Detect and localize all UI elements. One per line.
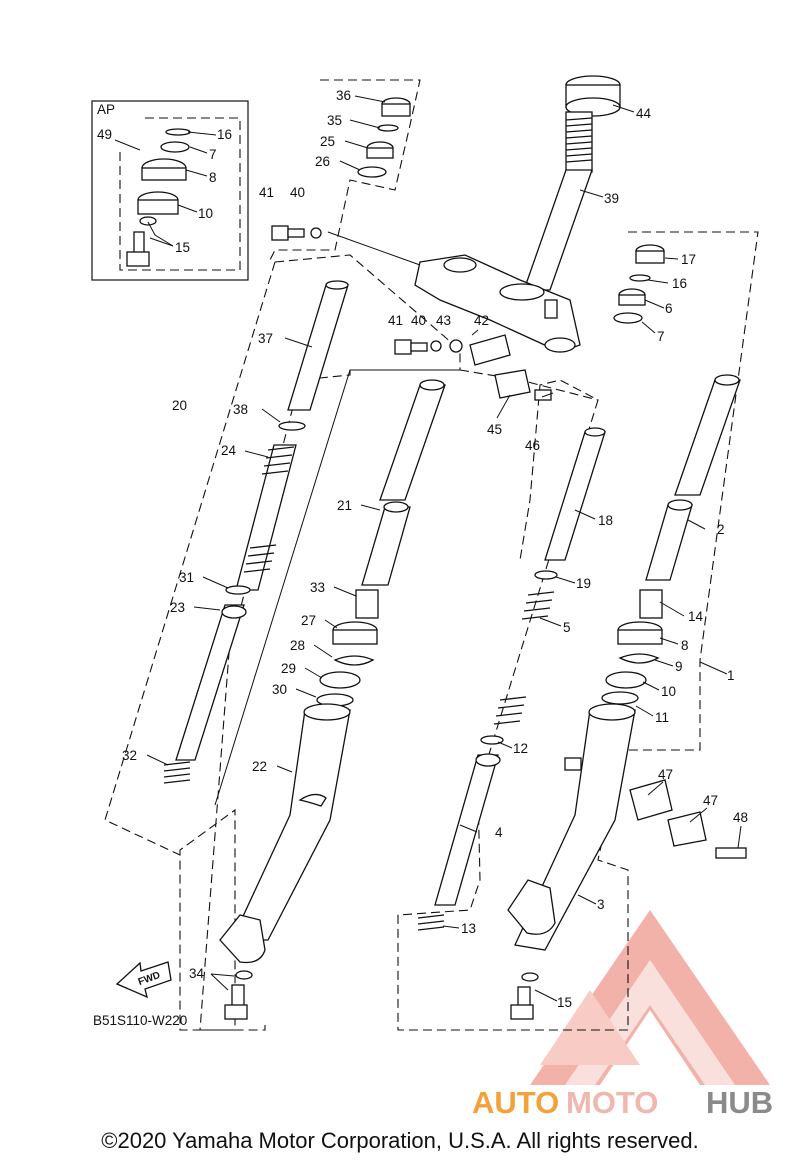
part-label: 21 [337, 498, 352, 513]
steering-stem [523, 75, 621, 291]
part-label: 40 [411, 313, 426, 328]
part-label: 16 [672, 276, 687, 291]
part-label: 34 [189, 966, 205, 981]
part-label: 24 [221, 443, 237, 458]
part-label: 28 [290, 638, 305, 653]
under-bracket [414, 254, 581, 353]
part-label: 23 [170, 600, 185, 615]
part-label: 15 [175, 240, 190, 255]
part-label: 30 [272, 682, 287, 697]
right-top-caps [613, 244, 665, 324]
part-label: 22 [252, 759, 267, 774]
part-label: 16 [217, 127, 232, 142]
part-label: 10 [198, 206, 213, 221]
part-label: 8 [209, 170, 217, 185]
copyright-notice: ©2020 Yamaha Motor Corporation, U.S.A. A… [101, 1128, 699, 1153]
part-label: 38 [233, 402, 248, 417]
part-number-labels: 1 2 3 4 5 6 7 7 7 8 8 9 10 10 11 12 13 1… [97, 88, 748, 1010]
part-label: 20 [172, 398, 187, 413]
part-label: 4 [495, 825, 503, 840]
part-label: 42 [474, 313, 489, 328]
part-label: 35 [327, 113, 342, 128]
right-fork-outer [507, 374, 747, 1020]
part-label: 6 [665, 301, 673, 316]
part-label: 41 [388, 313, 403, 328]
right-fork-inner [417, 427, 606, 931]
svg-text:AP: AP [97, 102, 115, 117]
part-label: 41 [259, 185, 274, 200]
part-label: 26 [315, 154, 330, 169]
part-label: 27 [301, 613, 316, 628]
fwd-arrow-icon: FWD [115, 961, 172, 999]
part-label: 29 [281, 661, 296, 676]
part-label: 8 [681, 638, 689, 653]
ap-kit-box: AP [91, 100, 249, 281]
svg-text:HUB: HUB [706, 1085, 773, 1120]
right-assembly-outline [397, 231, 759, 1031]
part-label: 45 [487, 422, 502, 437]
part-label: 40 [290, 185, 305, 200]
part-label: 44 [636, 106, 652, 121]
automotohub-logo [530, 910, 770, 1085]
part-label: 5 [563, 620, 571, 635]
part-label: 11 [655, 710, 669, 725]
part-label: 36 [336, 88, 351, 103]
part-label: 47 [703, 793, 718, 808]
part-label: 25 [320, 134, 335, 149]
left-fork-inner [163, 280, 460, 806]
automotohub-wordmark: AUTO MOTO HUB [472, 1085, 773, 1120]
part-label: 39 [604, 191, 619, 206]
part-label: 14 [688, 609, 704, 624]
part-label: 15 [557, 995, 572, 1010]
part-label: 43 [436, 313, 451, 328]
part-label: 19 [576, 576, 591, 591]
part-label: 2 [717, 522, 725, 537]
svg-text:MOTO: MOTO [566, 1085, 658, 1120]
left-top-caps [357, 97, 411, 178]
part-label: 48 [733, 810, 748, 825]
part-label: 32 [122, 748, 137, 763]
part-label: 7 [657, 329, 665, 344]
part-label: 1 [727, 668, 735, 683]
part-label: 13 [461, 921, 476, 936]
part-label: 18 [598, 513, 613, 528]
svg-text:AUTO: AUTO [472, 1085, 559, 1120]
clamp-hardware [271, 225, 552, 401]
part-label: 47 [658, 767, 673, 782]
part-label: 33 [310, 580, 325, 595]
part-label: 17 [681, 252, 696, 267]
part-label: 37 [258, 331, 273, 346]
part-label: 9 [675, 659, 683, 674]
part-label: 49 [97, 127, 112, 142]
leader-lines [114, 95, 742, 1002]
part-label: 46 [525, 438, 540, 453]
part-label: 3 [597, 897, 605, 912]
left-fork-outer [219, 379, 446, 1020]
part-label: 10 [661, 684, 676, 699]
part-label: 12 [513, 741, 528, 756]
part-label: 7 [209, 147, 217, 162]
diagram-code: B51S110-W220 [93, 1013, 187, 1028]
part-label: 31 [179, 570, 194, 585]
